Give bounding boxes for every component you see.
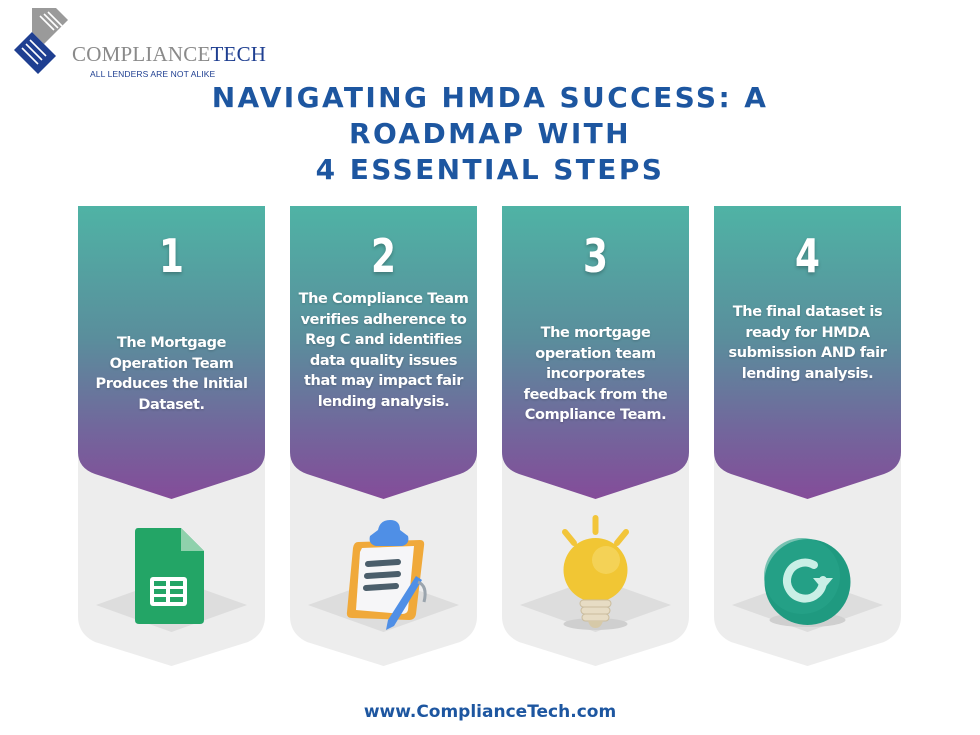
step-number: 1 (159, 229, 184, 283)
step-description: The Mortgage Operation Team Produces the… (95, 335, 248, 413)
step-card-1: 1 The Mortgage Operation Team Produces t… (78, 206, 265, 666)
title-line-1: NAVIGATING HMDA SUCCESS: A (211, 81, 769, 114)
card-background (290, 206, 477, 666)
card-background (78, 206, 265, 666)
title-line-2: ROADMAP WITH (349, 117, 631, 150)
step-description: The Compliance Team verifies adherence t… (298, 291, 469, 410)
step-card-2: 2 The Compliance Team verifies adherence… (290, 206, 477, 666)
card-background (714, 206, 901, 666)
website-link[interactable]: www.ComplianceTech.com (363, 702, 617, 722)
step-description: The final dataset is ready for HMDA subm… (728, 304, 887, 382)
step-number: 4 (795, 229, 820, 283)
lightbulb-icon (520, 515, 671, 632)
step-card-3: 3 The mortgage operation team incorporat… (502, 206, 689, 666)
step-number: 2 (371, 229, 396, 283)
clipboard-pen-icon (308, 520, 459, 632)
logo-tagline: ALL LENDERS ARE NOT ALIKE (90, 69, 216, 79)
logo-wordmark: COMPLIANCETECH (72, 42, 267, 66)
step-card-4: 4 The final dataset is ready for HMDA su… (714, 206, 901, 666)
step-number: 3 (583, 229, 608, 283)
company-logo: COMPLIANCETECH ALL LENDERS ARE NOT ALIKE (10, 6, 266, 79)
step-description: The mortgage operation team incorporates… (523, 325, 668, 423)
logo-hands-icon (14, 8, 68, 74)
spreadsheet-icon (96, 528, 247, 632)
title-line-3: 4 ESSENTIAL STEPS (315, 153, 665, 186)
refresh-icon (732, 538, 883, 632)
card-background (502, 206, 689, 666)
page-title: NAVIGATING HMDA SUCCESS: A ROADMAP WITH … (150, 80, 830, 188)
